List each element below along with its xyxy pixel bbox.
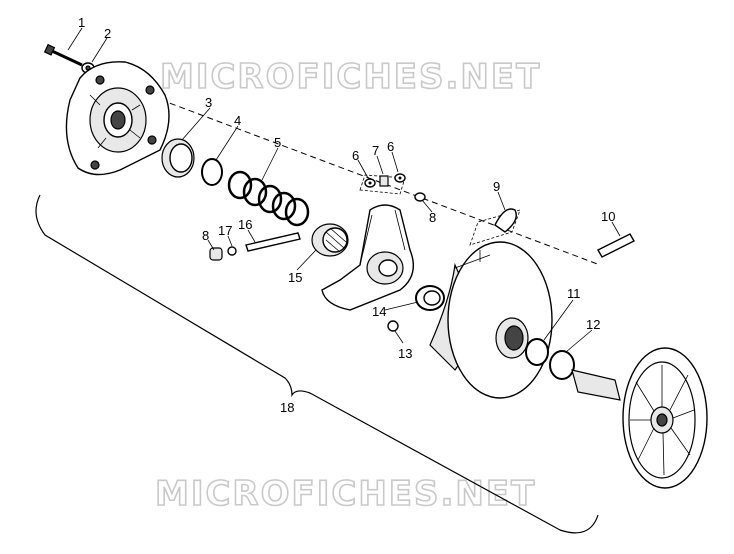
callout-4: 4	[234, 113, 241, 128]
callout-16: 16	[238, 217, 252, 232]
callout-5: 5	[274, 135, 281, 150]
spider-arm-part	[321, 204, 414, 311]
cover-plate-part	[65, 61, 170, 176]
long-bolt-part	[597, 233, 635, 258]
assembly-bracket	[35, 194, 599, 534]
callout-18: 18	[280, 400, 294, 415]
leader-lines	[67, 27, 621, 353]
callout-17: 17	[218, 223, 232, 238]
thrust-ring-part	[415, 285, 445, 311]
spacer-ring-part	[525, 338, 549, 366]
callout-15: 15	[288, 270, 302, 285]
snap-ring-part	[201, 158, 223, 186]
callout-11: 11	[567, 286, 581, 301]
pin-part	[245, 232, 301, 252]
callout-10: 10	[601, 209, 615, 224]
callout-12: 12	[586, 317, 600, 332]
bushing-ring-part	[161, 138, 195, 178]
roller-hardware-part	[359, 173, 406, 195]
thrust-washer-part	[549, 350, 575, 380]
callout-13: 13	[398, 346, 412, 361]
bolt-part	[43, 43, 83, 67]
callout-8a: 8	[429, 210, 436, 225]
callout-2: 2	[104, 26, 111, 41]
callout-labels: 1 2 3 4 5 6 7 6 8 9 10 8 17 16 15 14 13 …	[78, 15, 615, 415]
callout-3: 3	[205, 95, 212, 110]
callout-7: 7	[372, 143, 379, 158]
callout-6a: 6	[352, 148, 359, 163]
small-washer-part	[227, 246, 237, 256]
cap-part	[209, 247, 223, 261]
callout-14: 14	[372, 304, 386, 319]
callout-8b: 8	[202, 228, 209, 243]
spring-part	[227, 170, 310, 227]
fixed-sheave-part	[571, 347, 708, 489]
roller-part	[311, 223, 349, 257]
callout-9: 9	[493, 179, 500, 194]
callout-1: 1	[78, 15, 85, 30]
small-nut-part	[387, 320, 399, 332]
movable-sheave-part	[429, 241, 553, 399]
link-part	[469, 208, 521, 246]
callout-6b: 6	[387, 139, 394, 154]
watermark-bottom: MICROFICHES.NET	[155, 474, 536, 514]
nut-part	[414, 192, 426, 202]
watermark-top: MICROFICHES.NET	[160, 57, 541, 97]
